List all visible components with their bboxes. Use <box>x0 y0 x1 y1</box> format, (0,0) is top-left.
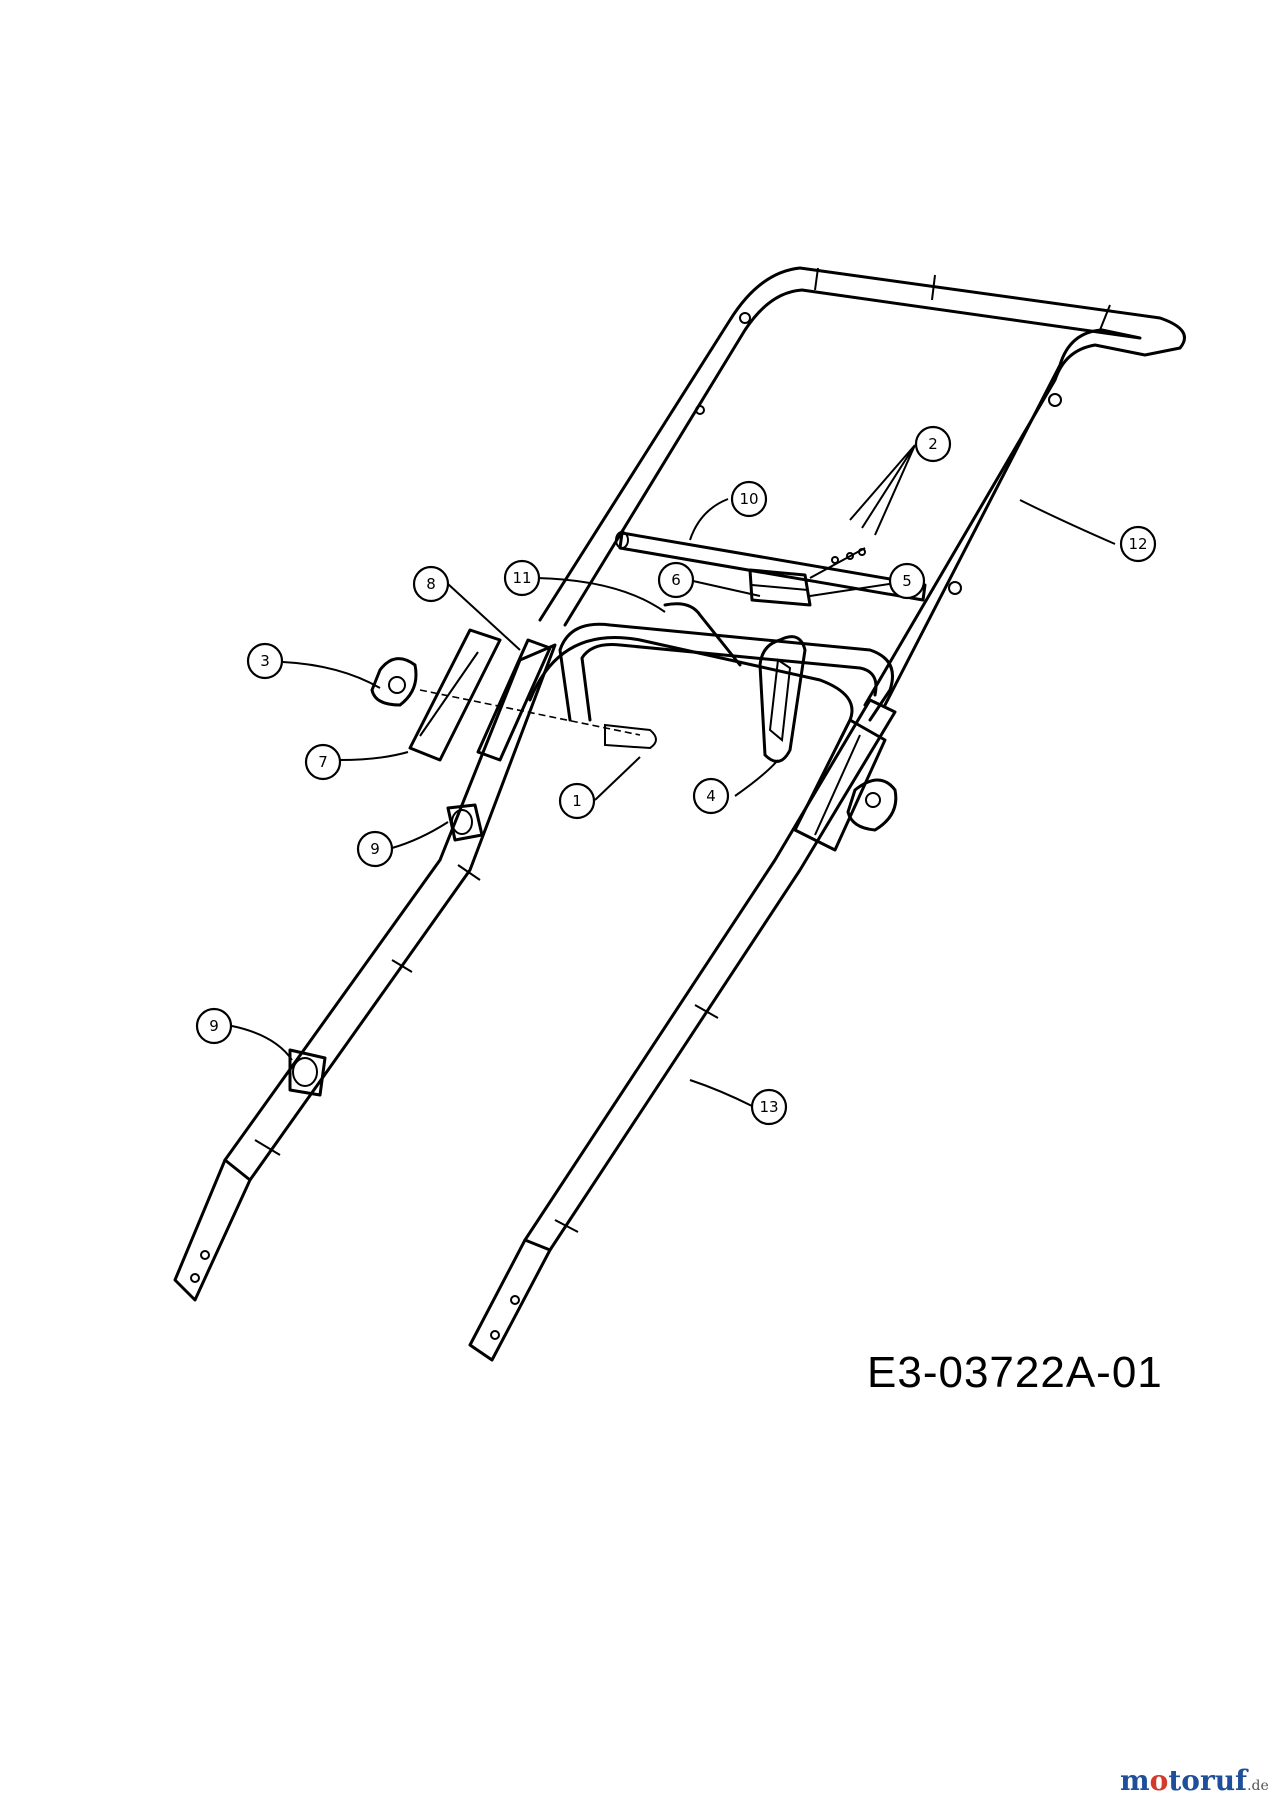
svg-text:9: 9 <box>370 840 380 858</box>
svg-text:2: 2 <box>928 435 938 453</box>
callout-9-upper: 9 <box>356 830 394 868</box>
svg-text:8: 8 <box>426 575 436 593</box>
cable-clip-upper-part <box>446 803 484 842</box>
callout-7: 7 <box>304 743 342 781</box>
callout-5: 5 <box>888 562 926 600</box>
upper-handle-part <box>538 266 1186 707</box>
callout-4: 4 <box>692 777 730 815</box>
cable-clip-lower-part <box>288 1048 327 1097</box>
callout-13: 13 <box>750 1088 788 1126</box>
callout-9-lower: 9 <box>195 1007 233 1045</box>
svg-text:5: 5 <box>902 572 912 590</box>
cross-bar-part <box>615 531 927 602</box>
lower-bar-part <box>528 636 854 742</box>
cable-clip-part <box>748 547 866 607</box>
svg-text:7: 7 <box>318 753 328 771</box>
svg-text:4: 4 <box>706 787 716 805</box>
svg-text:11: 11 <box>512 569 531 587</box>
lower-handle-left-part <box>173 643 557 1302</box>
callout-3: 3 <box>246 642 284 680</box>
callout-10: 10 <box>730 480 768 518</box>
control-bail-part <box>558 602 894 722</box>
drawing-number: E3-03722A-01 <box>867 1348 1163 1397</box>
svg-text:12: 12 <box>1128 535 1147 553</box>
callout-8: 8 <box>412 565 450 603</box>
callout-11: 11 <box>503 559 541 597</box>
watermark-logo: motoruf.de <box>1120 1764 1269 1797</box>
svg-text:10: 10 <box>739 490 758 508</box>
svg-text:6: 6 <box>671 571 681 589</box>
svg-text:3: 3 <box>260 652 270 670</box>
right-clamp-part <box>793 718 898 852</box>
lower-handle-right-part <box>468 698 897 1362</box>
svg-text:1: 1 <box>572 792 582 810</box>
svg-text:9: 9 <box>209 1017 219 1035</box>
left-clamp-part <box>370 628 657 762</box>
callout-12: 12 <box>1119 525 1157 563</box>
callout-6: 6 <box>657 561 695 599</box>
cable-grip-part <box>758 635 807 763</box>
callout-leaders <box>231 444 1116 1107</box>
callout-1: 1 <box>558 782 596 820</box>
svg-text:13: 13 <box>759 1098 778 1116</box>
callout-2: 2 <box>914 425 952 463</box>
